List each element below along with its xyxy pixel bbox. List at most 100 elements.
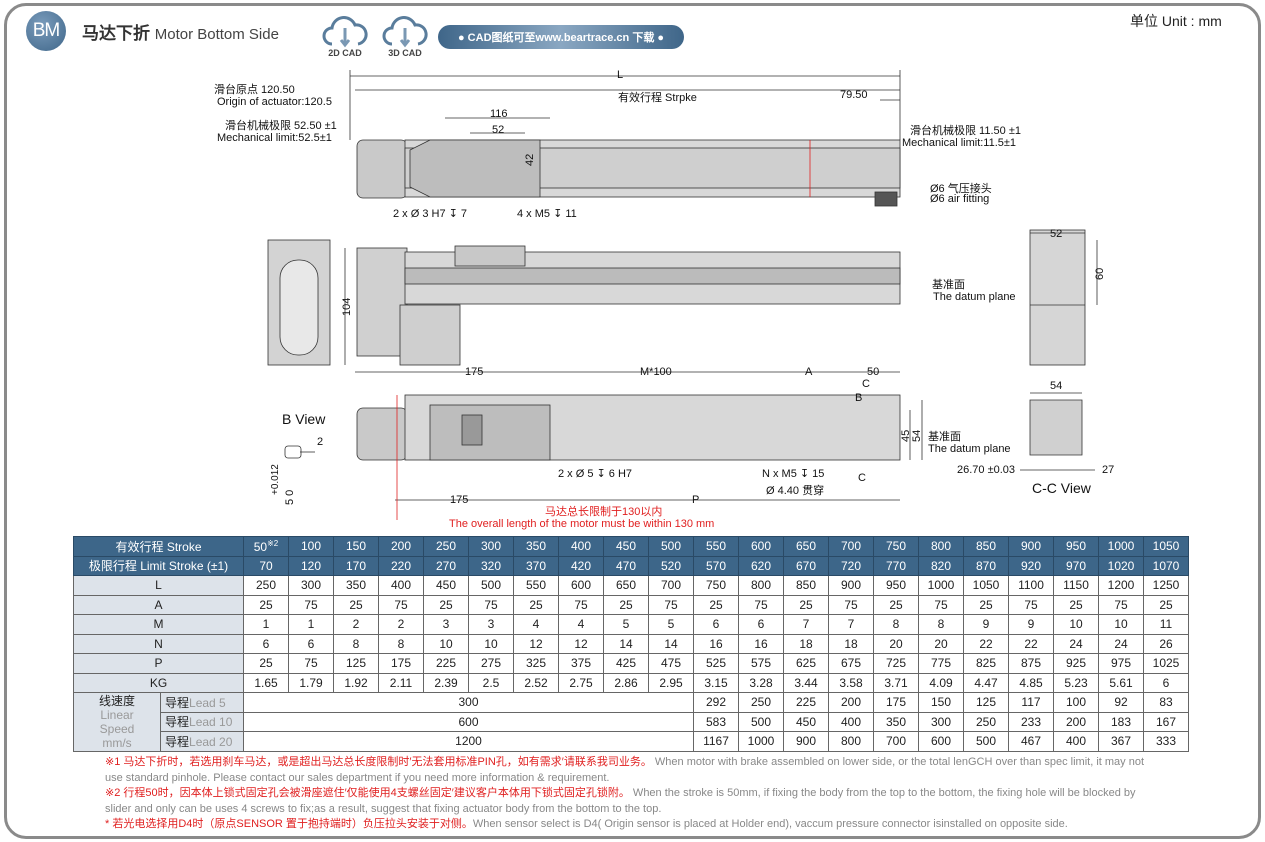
table-cell: 825 <box>963 653 1009 674</box>
table-cell: 1.92 <box>333 672 379 693</box>
table-cell: 950 <box>873 575 919 596</box>
nm5-spec: N x M5 ↧ 15 <box>762 468 825 480</box>
table-cell: 24 <box>1053 633 1099 654</box>
stroke-cell: 850 <box>963 536 1009 557</box>
table-cell: 12 <box>513 633 559 654</box>
limit-cell: 570 <box>693 555 739 576</box>
table-cell: 16 <box>693 633 739 654</box>
through-hole-spec: Ø 4.40 贯穿 <box>766 485 825 497</box>
speed-cell: 500 <box>963 731 1009 752</box>
table-cell: 75 <box>558 594 604 615</box>
speed-cell: 292 <box>693 692 739 713</box>
stroke-cell: 950 <box>1053 536 1099 557</box>
stroke-cell: 650 <box>783 536 829 557</box>
speed-cell: 700 <box>873 731 919 752</box>
page-title: 马达下折 Motor Bottom Side <box>82 19 279 44</box>
stroke-cell: 450 <box>603 536 649 557</box>
footnote-en: When sensor select is D4( Origin sensor … <box>472 818 1068 830</box>
dim-50: 50 <box>867 366 880 378</box>
speed-cell: 250 <box>963 711 1009 732</box>
table-cell: 6 <box>243 633 289 654</box>
table-cell: 925 <box>1053 653 1099 674</box>
stroke-cell: 900 <box>1008 536 1054 557</box>
stroke-cell: 400 <box>558 536 604 557</box>
speed-cell: 233 <box>1008 711 1054 732</box>
stroke-cell: 50※2 <box>243 536 289 557</box>
speed-cell: 400 <box>828 711 874 732</box>
table-cell: 12 <box>558 633 604 654</box>
speed-cell: 125 <box>963 692 1009 713</box>
footnote: * 若光电选择用D4时（原点SENSOR 置于抱持端时）负压拉头安装于对侧。Wh… <box>105 817 1155 833</box>
table-cell: 8 <box>918 614 964 635</box>
table-cell: 750 <box>693 575 739 596</box>
table-cell: 525 <box>693 653 739 674</box>
limit-cell: 820 <box>918 555 964 576</box>
table-cell: 550 <box>513 575 559 596</box>
cad-2d-button[interactable]: 2D CAD <box>320 14 370 58</box>
table-cell: 5.61 <box>1098 672 1144 693</box>
speed-cell: 400 <box>1053 731 1099 752</box>
speed-cell: 367 <box>1098 731 1144 752</box>
table-cell: 6 <box>738 614 784 635</box>
cad-3d-button[interactable]: 3D CAD <box>380 14 430 58</box>
b-view-title: B View <box>282 411 326 427</box>
speed-cell: 183 <box>1098 711 1144 732</box>
table-cell: 8 <box>873 614 919 635</box>
table-cell: 1250 <box>1143 575 1189 596</box>
footnote-cn: ※1 马达下折时，若选用刹车马达，或是超出马达总长度限制时′无法套用标准PIN孔… <box>105 756 652 768</box>
table-cell: 775 <box>918 653 964 674</box>
table-cell: 7 <box>828 614 874 635</box>
table-cell: 175 <box>378 653 424 674</box>
table-cell: 18 <box>828 633 874 654</box>
table-cell: 225 <box>423 653 469 674</box>
speed-cn: 线速度 <box>98 693 135 708</box>
table-cell: 8 <box>333 633 379 654</box>
cad-download-link[interactable]: ● CAD图纸可至www.beartrace.cn 下载 ● <box>438 25 684 49</box>
speed-cell: 583 <box>693 711 739 732</box>
table-cell: 4.47 <box>963 672 1009 693</box>
datum-cn: 基准面 <box>932 279 965 291</box>
table-cell: 22 <box>963 633 1009 654</box>
dim-L: L <box>617 69 624 81</box>
row-label: N <box>73 633 244 654</box>
table-cell: 25 <box>243 594 289 615</box>
table-cell: 75 <box>648 594 694 615</box>
stroke-cell: 700 <box>828 536 874 557</box>
table-cell: 25 <box>243 653 289 674</box>
table-cell: 1150 <box>1053 575 1099 596</box>
limit-cell: 620 <box>738 555 784 576</box>
lead-label: 导程Lead 10 <box>160 711 244 732</box>
mech-limit-cn: 滑台机械极限 52.50 ±1 <box>225 120 337 132</box>
limit-cell: 370 <box>513 555 559 576</box>
table-cell: 625 <box>783 653 829 674</box>
table-cell: 5 <box>603 614 649 635</box>
table-cell: 400 <box>378 575 424 596</box>
table-cell: 25 <box>1143 594 1189 615</box>
limit-cell: 120 <box>288 555 334 576</box>
title-en: Motor Bottom Side <box>154 26 279 43</box>
stroke-cell: 500 <box>648 536 694 557</box>
table-cell: 800 <box>738 575 784 596</box>
limit-cell: 870 <box>963 555 1009 576</box>
stroke-cell: 750 <box>873 536 919 557</box>
pin2-spec: 2 x Ø 5 ↧ 6 H7 <box>558 468 633 480</box>
stroke-footnote-mark: ※2 <box>267 538 279 548</box>
dim-52: 52 <box>492 124 505 136</box>
limit-cell: 320 <box>468 555 514 576</box>
table-cell: 26 <box>1143 633 1189 654</box>
table-cell: 1050 <box>963 575 1009 596</box>
stroke-cell: 100 <box>288 536 334 557</box>
table-cell: 3.44 <box>783 672 829 693</box>
limit-cell: 520 <box>648 555 694 576</box>
lead-en: Lead 10 <box>189 715 233 730</box>
datum2-en: The datum plane <box>928 443 1011 455</box>
stroke-cell: 800 <box>918 536 964 557</box>
motor-limit-cn: 马达总长限制于130以内 <box>545 506 663 518</box>
limit-cell: 1070 <box>1143 555 1189 576</box>
